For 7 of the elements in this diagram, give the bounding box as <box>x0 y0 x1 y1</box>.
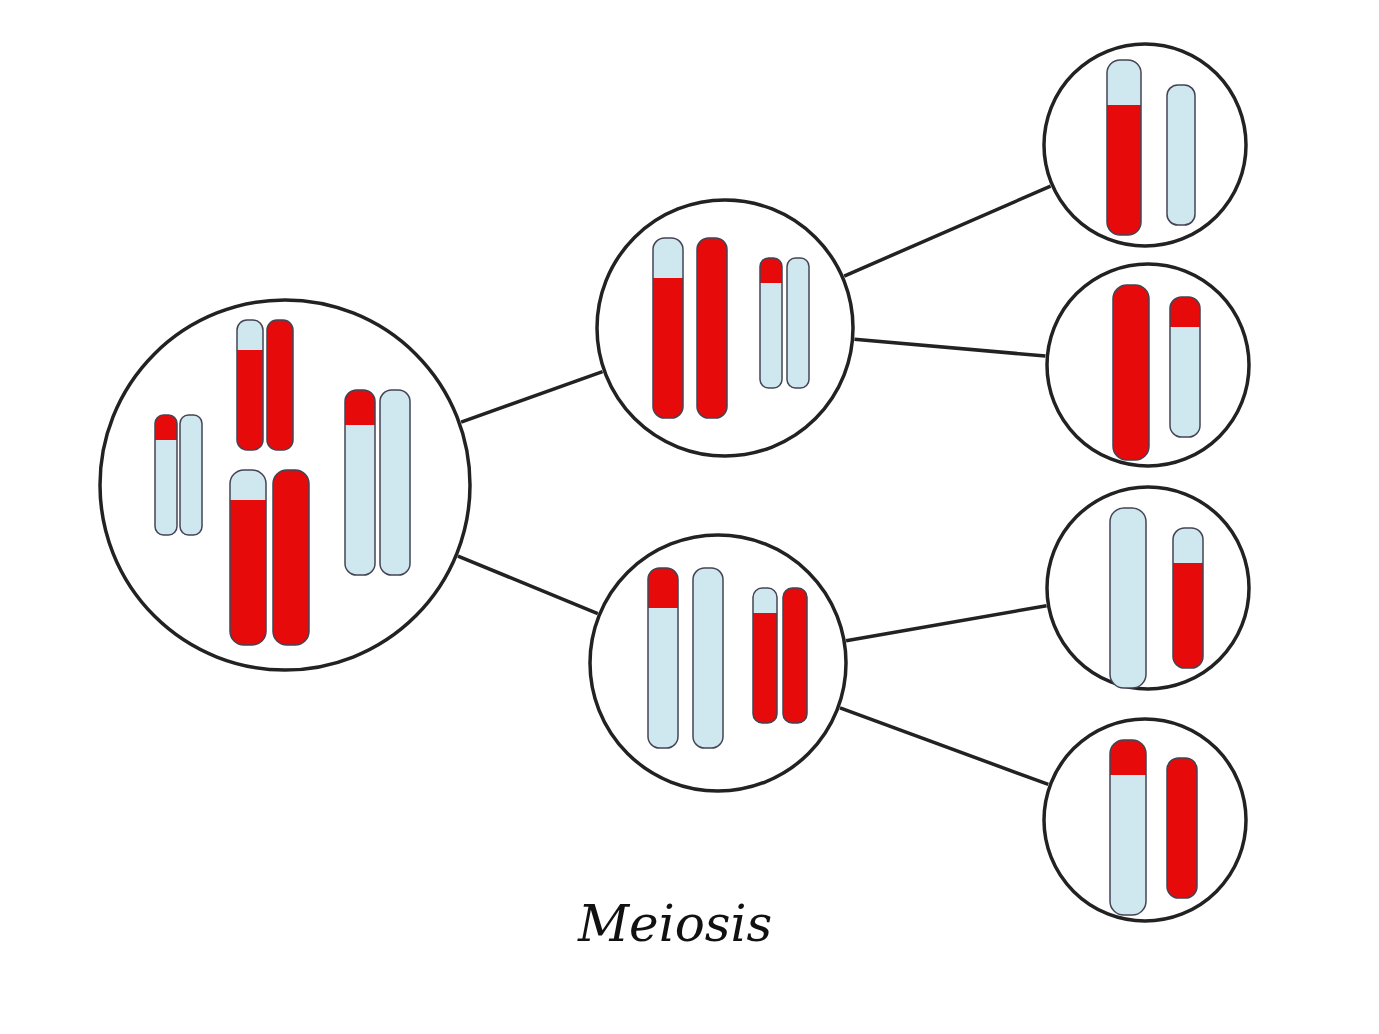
connector-line <box>845 603 1047 643</box>
caption: Meiosis <box>576 895 774 953</box>
connector-line <box>843 184 1052 278</box>
connector-line <box>839 706 1049 787</box>
connector-line <box>854 337 1046 358</box>
connector-line <box>457 554 599 616</box>
connector-line <box>460 370 604 424</box>
